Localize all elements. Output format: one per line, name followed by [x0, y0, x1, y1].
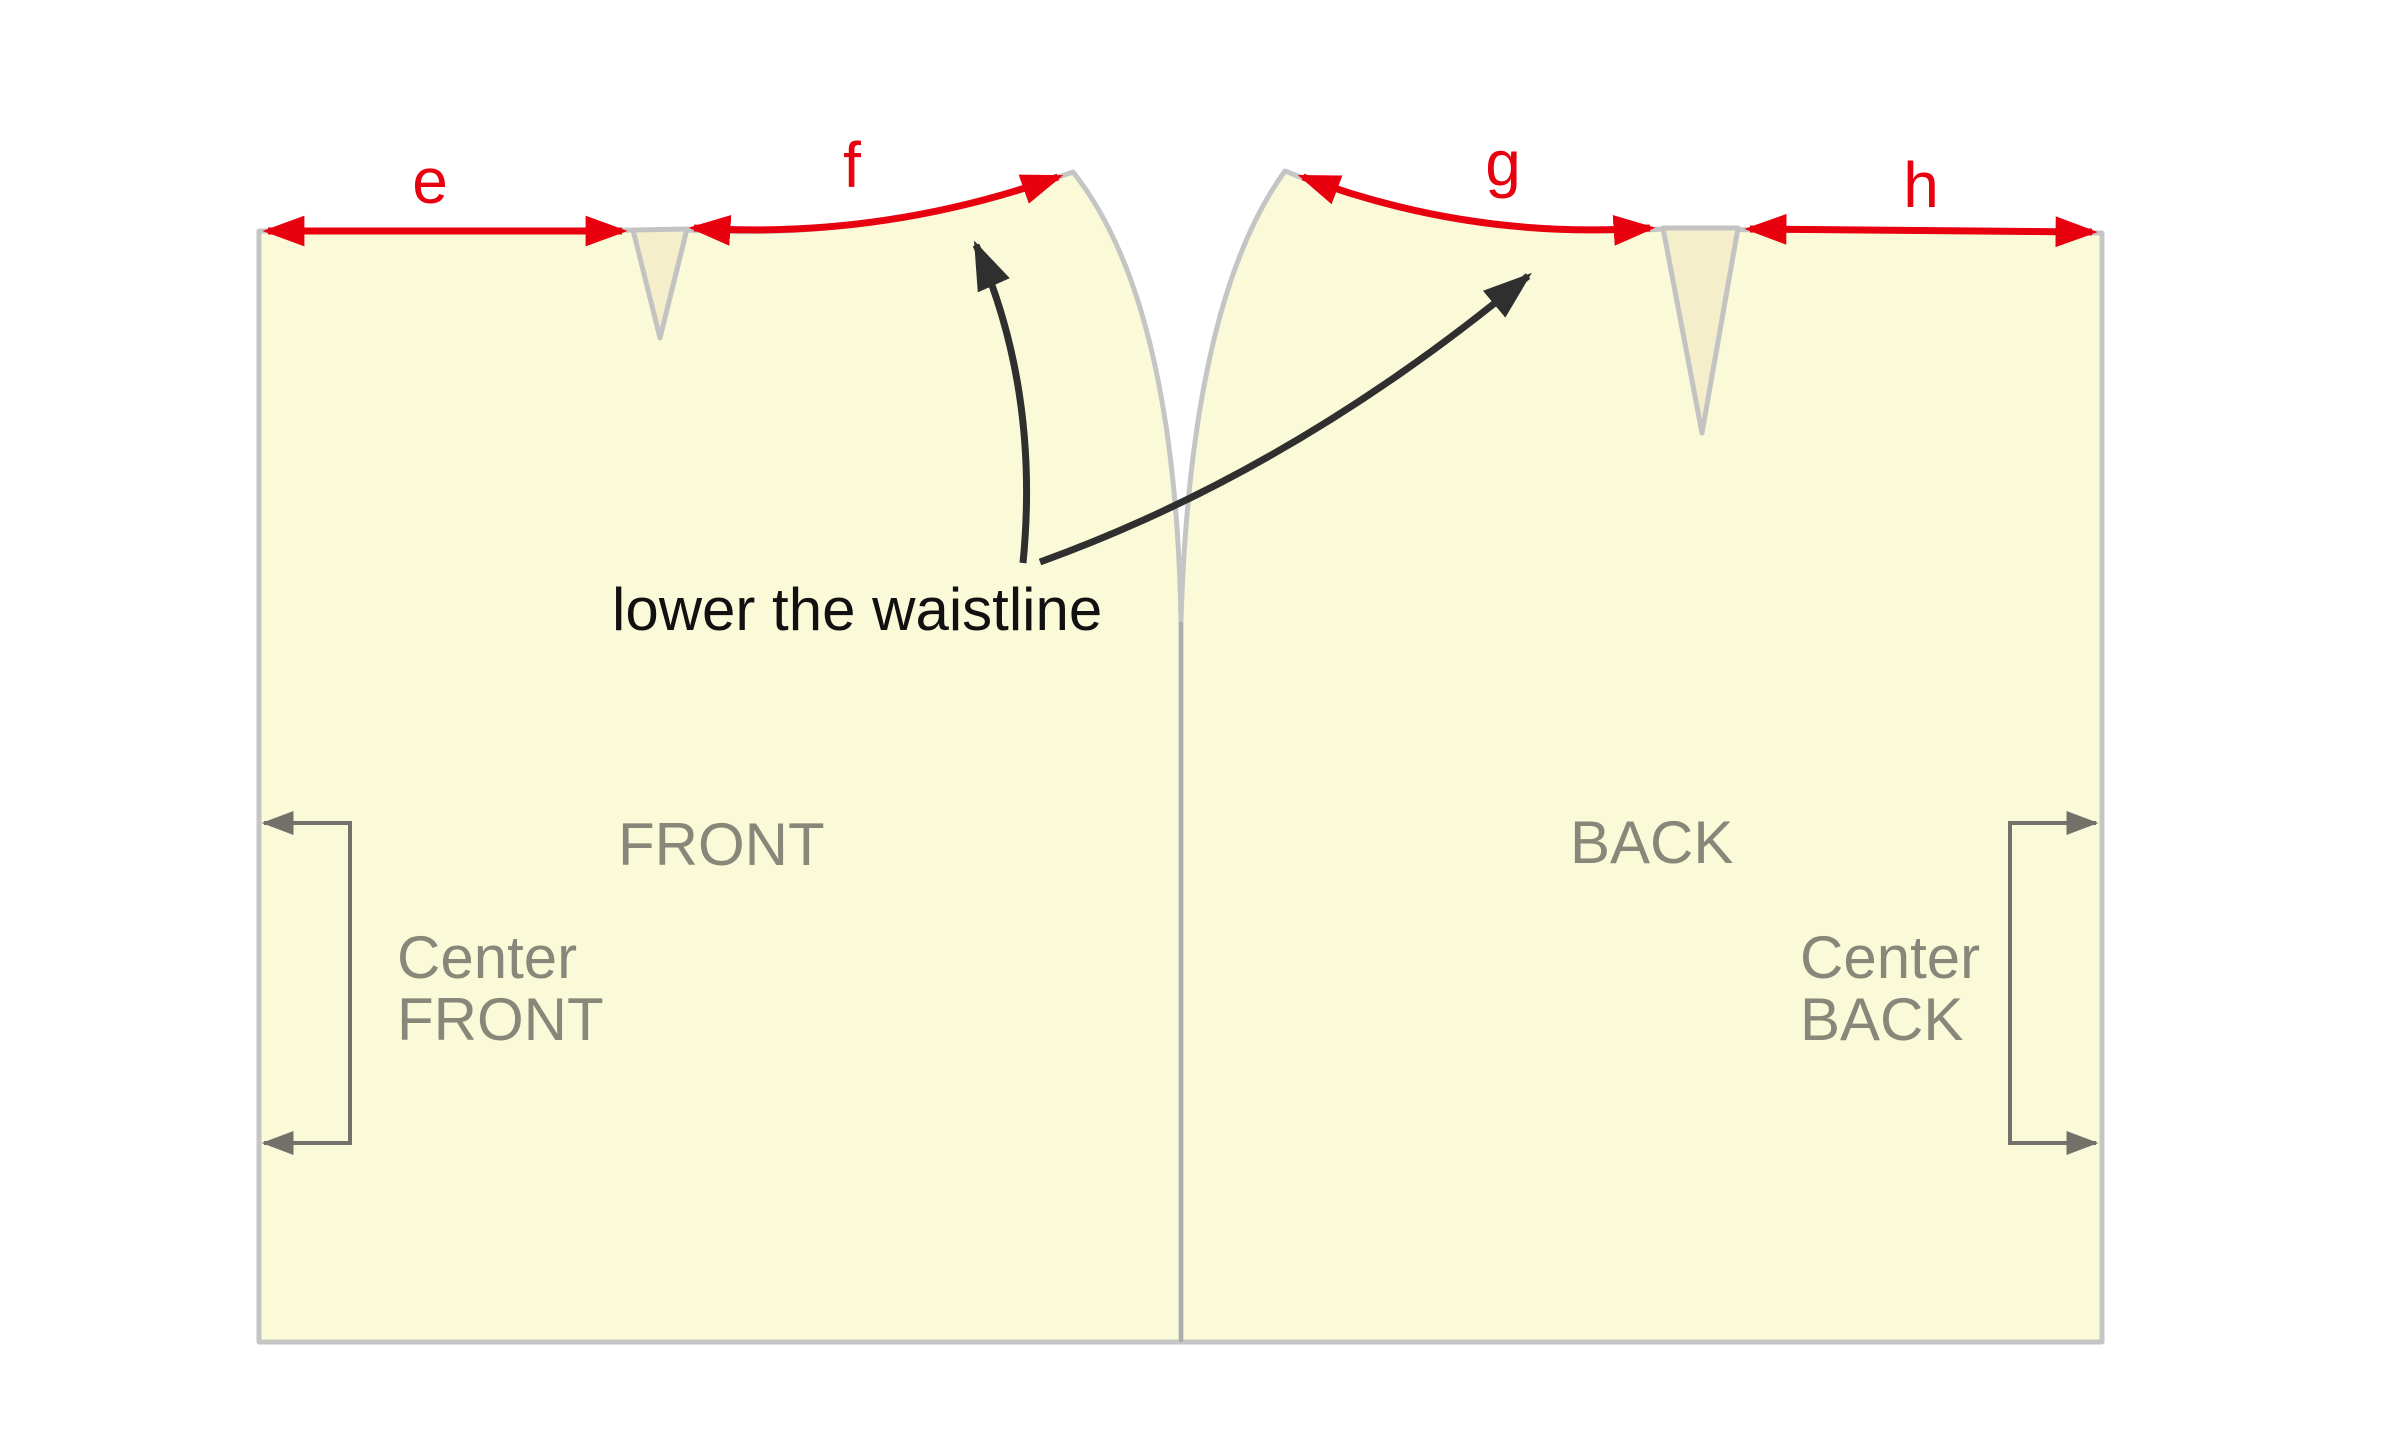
center-front-label-line2: FRONT	[397, 986, 604, 1053]
back-label: BACK	[1570, 809, 1733, 876]
center-back-label-line1: Center	[1800, 924, 1980, 991]
waistline-arrow-right	[1038, 272, 1532, 566]
measure-label-h: h	[1903, 149, 1939, 221]
measure-g-arc	[1297, 173, 1656, 246]
measure-label-f: f	[843, 129, 861, 201]
front-label: FRONT	[618, 811, 825, 878]
measure-label-e: e	[412, 145, 448, 217]
back-dart	[1660, 225, 1741, 436]
center-back-bracket	[2008, 811, 2099, 1155]
measure-f-arc	[688, 173, 1064, 246]
waistline-arrow-left	[972, 240, 1031, 564]
front-piece-shape	[256, 169, 1184, 1345]
waistline-note: lower the waistline	[612, 576, 1102, 643]
front-dart	[630, 226, 690, 341]
center-front-bracket	[261, 811, 352, 1155]
measure-h-arrow	[1744, 213, 2098, 248]
back-piece-shape	[1178, 168, 2105, 1345]
measure-label-g: g	[1485, 127, 1521, 199]
center-back-label-line2: BACK	[1800, 986, 1963, 1053]
center-front-label-line1: Center	[397, 924, 577, 991]
